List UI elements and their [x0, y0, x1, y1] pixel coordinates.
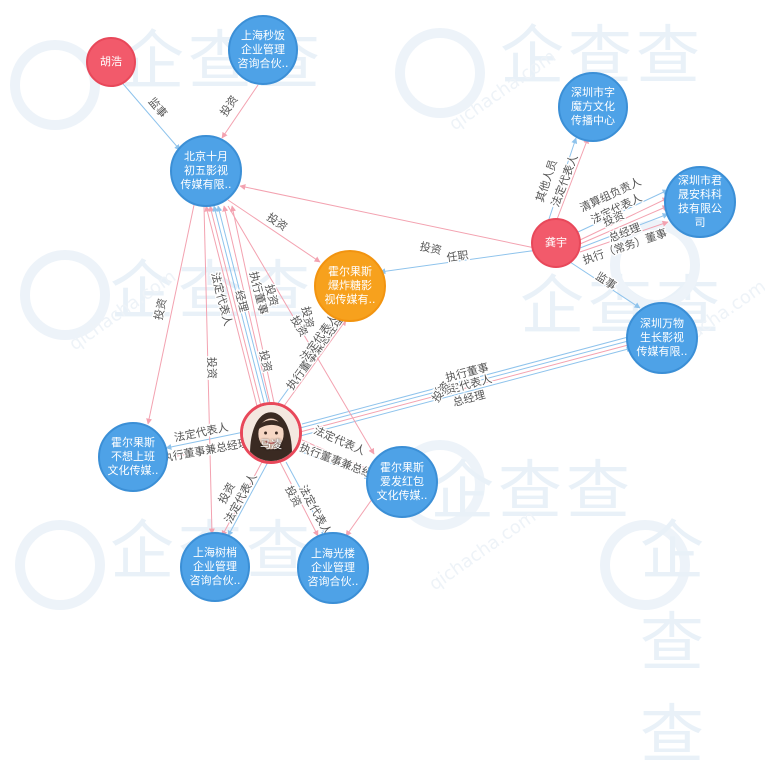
edge-line: [579, 205, 669, 245]
node-company-huoerguosi-bxs[interactable]: 霍尔果斯不想上班文化传媒..: [98, 422, 168, 492]
edge-line: [299, 338, 633, 429]
node-company-huoerguosi-baozha[interactable]: 霍尔果斯爆炸糖影视传媒有..: [314, 250, 386, 322]
edge-line: [227, 205, 375, 455]
edge-line: [569, 261, 641, 309]
edge-label: 投资: [217, 93, 241, 119]
edge-label: 经理: [232, 289, 250, 314]
node-company-sz-wanwu[interactable]: 深圳万物生长影视传媒有限..: [626, 302, 698, 374]
edge-line: [221, 461, 263, 537]
node-company-sz-zimo[interactable]: 深圳市字魔方文化传播中心: [558, 72, 628, 142]
edge-line: [204, 205, 259, 411]
node-label: 深圳万物生长影视传媒有限..: [636, 317, 688, 358]
node-label: 霍尔果斯爆炸糖影视传媒有..: [324, 265, 376, 306]
edge-line: [165, 431, 245, 450]
node-company-sh-guanglou[interactable]: 上海光楼企业管理咨询合伙..: [297, 532, 369, 604]
edge-line: [301, 334, 633, 425]
node-label: 胡浩: [100, 55, 122, 68]
edge-line: [301, 451, 371, 479]
edge-line: [301, 439, 371, 471]
edge-label: 投资: [433, 381, 458, 400]
edge-label: 投资: [299, 305, 317, 329]
edge-line: [146, 204, 195, 425]
edge-line: [555, 137, 589, 223]
edge-line: [222, 205, 273, 413]
edge-label: 法定代表人: [296, 483, 334, 538]
edge-line: [208, 205, 263, 411]
avatar: [243, 405, 299, 461]
edge-line: [283, 319, 347, 407]
node-company-bj-shiyue[interactable]: 北京十月初五影视传媒有限..: [170, 135, 242, 207]
edge-label: 法定代表人: [208, 271, 235, 328]
node-label: 深圳市君晟安科科技有限公司: [678, 174, 722, 229]
edge-line: [227, 199, 321, 263]
node-label: 上海光楼企业管理咨询合伙..: [307, 547, 359, 588]
node-label: 上海树梢企业管理咨询合伙..: [189, 546, 241, 587]
edge-line: [227, 461, 269, 537]
edge-line: [239, 184, 536, 249]
edge-label: 投资: [151, 297, 169, 321]
node-person-huhao[interactable]: 胡浩: [86, 37, 136, 87]
node-label: 霍尔果斯爱发红包文化传媒..: [376, 461, 428, 502]
relationship-graph: 监事投资投资投资任职其他人员法定代表人清算组负责人法定代表人投资总经理执行（常务…: [117, 77, 670, 539]
node-person-maling[interactable]: 马凌: [240, 402, 302, 464]
edge-label: 监事: [146, 95, 170, 120]
node-company-sz-junsheng[interactable]: 深圳市君晟安科科技有限公司: [664, 166, 736, 238]
edge-line: [379, 249, 539, 275]
node-label: 马凌: [260, 438, 282, 451]
edge-line: [579, 213, 669, 249]
edge-line: [165, 443, 245, 460]
edge-line: [216, 205, 271, 411]
node-label: 上海秒饭企业管理咨询合伙..: [237, 29, 289, 70]
node-label: 龚宇: [545, 236, 567, 249]
node-company-huoerguosi-aifa[interactable]: 霍尔果斯爱发红包文化传媒..: [366, 446, 438, 518]
edge-label: 投资: [264, 210, 290, 234]
node-label: 霍尔果斯不想上班文化传媒..: [107, 436, 159, 477]
edge-line: [212, 205, 267, 411]
node-company-sh-shushao[interactable]: 上海树梢企业管理咨询合伙..: [180, 532, 250, 602]
edge-line: [203, 205, 215, 535]
edge-label: 投资: [257, 349, 276, 374]
edge-line: [279, 461, 319, 537]
edge-line: [579, 220, 669, 253]
edge-line: [285, 461, 327, 537]
edge-line: [579, 197, 669, 241]
node-company-sh-miaofan[interactable]: 上海秒饭企业管理咨询合伙..: [228, 15, 298, 85]
node-person-gongyu[interactable]: 龚宇: [531, 218, 581, 268]
edge-line: [577, 189, 669, 233]
edge-line: [275, 319, 339, 407]
edge-label: 任职: [446, 249, 470, 265]
edge-label: 投资: [262, 283, 281, 308]
edge-line: [547, 137, 578, 223]
edge-line: [221, 84, 259, 139]
edge-line: [299, 342, 633, 433]
edge-line: [117, 77, 181, 151]
node-label: 北京十月初五影视传媒有限..: [180, 150, 232, 191]
edge-label: 投资: [419, 239, 443, 257]
edge-label: 监事: [593, 270, 619, 293]
node-label: 深圳市字魔方文化传播中心: [571, 86, 615, 127]
edge-line: [230, 205, 277, 413]
edge-label: 投资: [205, 357, 220, 379]
